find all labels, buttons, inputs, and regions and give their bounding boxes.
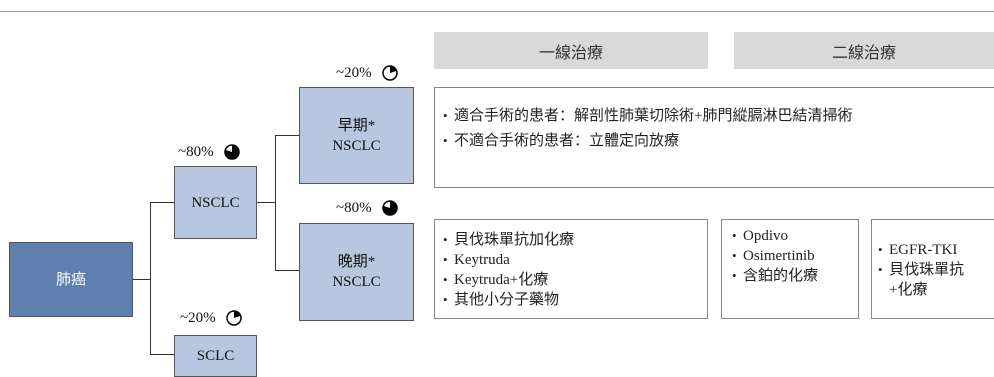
header-first-line: 一線治療 xyxy=(434,32,708,69)
node-late-label-2: NSCLC xyxy=(332,274,381,290)
list-item: 貝伐珠單抗加化療 xyxy=(443,230,699,250)
late-second-line-box-a: Opdivo Osimertinib 含鉑的化療 xyxy=(721,219,859,319)
node-nsclc-label: NSCLC xyxy=(191,194,240,211)
connector xyxy=(150,202,151,354)
list-item: Keytruda+化療 xyxy=(443,270,699,290)
pie-indicator-icon xyxy=(381,64,399,82)
node-lung-cancer: 肺癌 xyxy=(9,242,133,317)
early-first-line-box: 適合手術的患者：解剖性肺葉切除術+肺門縱膈淋巴結清掃術 不適合手術的患者：立體定… xyxy=(434,87,994,188)
connector xyxy=(150,202,174,203)
node-nsclc: NSCLC xyxy=(174,166,257,239)
connector xyxy=(275,135,276,270)
list-item: 不適合手術的患者：立體定向放療 xyxy=(443,131,991,151)
nsclc-percentage: ~80% xyxy=(178,143,241,161)
connector xyxy=(256,202,275,203)
pie-indicator-icon xyxy=(225,309,243,327)
node-early-nsclc: 早期* NSCLC xyxy=(299,87,414,184)
list-item: Osimertinib xyxy=(732,246,848,266)
list-item: 貝伐珠單抗+化療 xyxy=(878,260,971,300)
node-sclc-label: SCLC xyxy=(196,348,235,364)
node-late-nsclc: 晚期* NSCLC xyxy=(299,223,414,321)
connector xyxy=(275,135,299,136)
late-percentage: ~80% xyxy=(336,199,399,217)
nsclc-percentage-label: ~80% xyxy=(178,143,214,160)
list-item: Opdivo xyxy=(732,226,848,246)
list-item: 其他小分子藥物 xyxy=(443,290,699,310)
late-second-line-list-b: EGFR-TKI 貝伐珠單抗+化療 xyxy=(878,240,994,300)
list-item: 含鉑的化療 xyxy=(732,266,848,286)
pie-indicator-icon xyxy=(223,143,241,161)
early-first-line-list: 適合手術的患者：解剖性肺葉切除術+肺門縱膈淋巴結清掃術 不適合手術的患者：立體定… xyxy=(443,106,991,151)
early-percentage: ~20% xyxy=(336,64,399,82)
node-late-label-1: 晚期* xyxy=(337,254,376,270)
connector xyxy=(132,279,150,280)
node-early-label-2: NSCLC xyxy=(332,137,381,154)
list-item: 適合手術的患者：解剖性肺葉切除術+肺門縱膈淋巴結清掃術 xyxy=(443,106,991,126)
late-first-line-list: 貝伐珠單抗加化療 Keytruda Keytruda+化療 其他小分子藥物 xyxy=(443,230,699,310)
node-lung-cancer-label: 肺癌 xyxy=(55,271,86,288)
late-first-line-box: 貝伐珠單抗加化療 Keytruda Keytruda+化療 其他小分子藥物 xyxy=(434,219,708,319)
connector xyxy=(275,270,299,271)
header-second-line: 二線治療 xyxy=(734,32,994,69)
late-percentage-label: ~80% xyxy=(336,199,372,216)
early-percentage-label: ~20% xyxy=(336,64,372,81)
list-item: EGFR-TKI xyxy=(878,240,994,260)
node-sclc: SCLC xyxy=(174,335,257,377)
pie-indicator-icon xyxy=(381,199,399,217)
list-item: Keytruda xyxy=(443,250,699,270)
connector xyxy=(150,354,174,355)
late-second-line-box-b: EGFR-TKI 貝伐珠單抗+化療 xyxy=(871,219,994,319)
sclc-percentage-label: ~20% xyxy=(180,309,216,326)
sclc-percentage: ~20% xyxy=(180,309,243,327)
node-early-label-1: 早期* xyxy=(337,117,376,134)
top-divider xyxy=(0,11,994,12)
late-second-line-list-a: Opdivo Osimertinib 含鉑的化療 xyxy=(732,226,848,286)
